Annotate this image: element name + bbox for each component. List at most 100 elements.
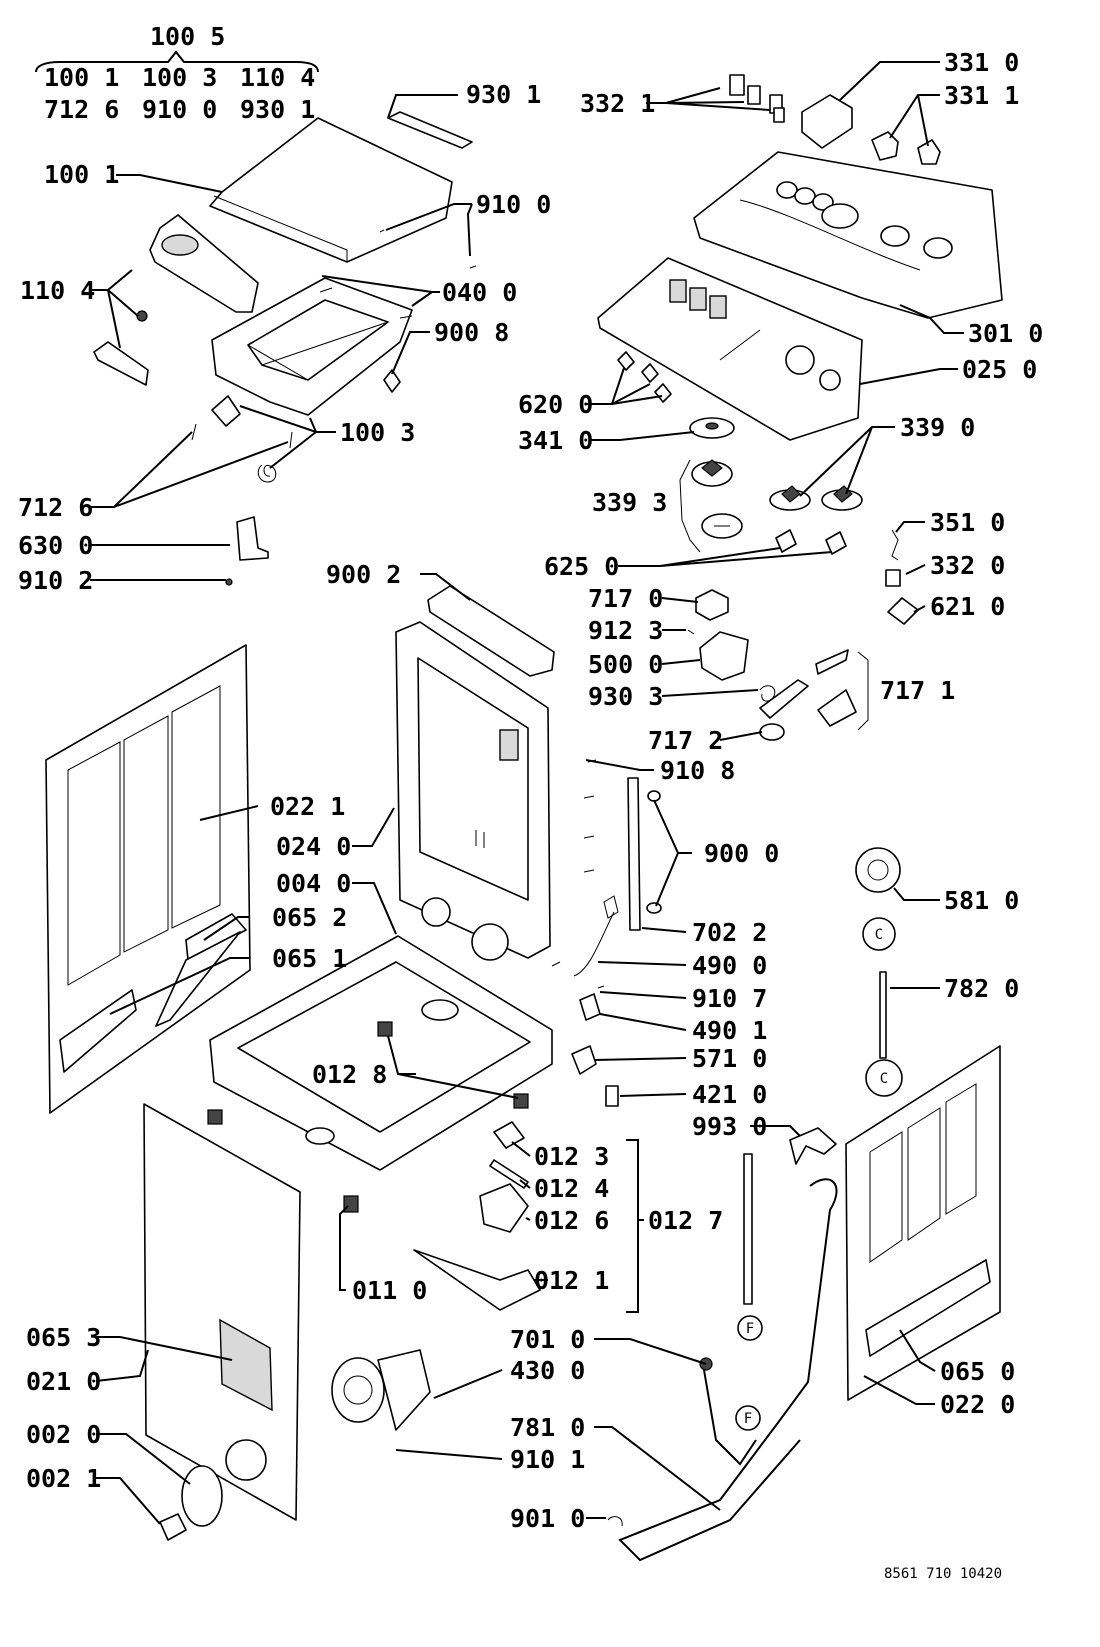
small-knobs bbox=[871, 131, 941, 165]
label-717-0: 717 0 bbox=[588, 584, 663, 613]
dispenser-front bbox=[149, 214, 259, 313]
label-012-4: 012 4 bbox=[534, 1174, 609, 1203]
connector-markers: C C F F bbox=[735, 917, 903, 1431]
label-011-0: 011 0 bbox=[352, 1276, 427, 1305]
label-022-1: 022 1 bbox=[270, 792, 345, 821]
label-341-0: 341 0 bbox=[518, 426, 593, 455]
label-group-9301: 930 1 bbox=[240, 95, 315, 124]
label-332-1: 332 1 bbox=[580, 89, 655, 118]
lid-strip bbox=[387, 111, 473, 149]
label-012-1: 012 1 bbox=[534, 1266, 609, 1295]
label-065-0: 065 0 bbox=[940, 1357, 1015, 1386]
label-301-0: 301 0 bbox=[968, 319, 1043, 348]
label-993-0: 993 0 bbox=[692, 1112, 767, 1141]
label-group-1003: 100 3 bbox=[142, 63, 217, 92]
label-717-1: 717 1 bbox=[880, 676, 955, 705]
label-701-0: 701 0 bbox=[510, 1325, 585, 1354]
label-351-0: 351 0 bbox=[930, 508, 1005, 537]
label-012-3: 012 3 bbox=[534, 1142, 609, 1171]
label-012-7: 012 7 bbox=[648, 1206, 723, 1235]
label-900-0: 900 0 bbox=[704, 839, 779, 868]
label-781-0: 781 0 bbox=[510, 1413, 585, 1442]
label-912-3: 912 3 bbox=[588, 616, 663, 645]
label-065-1: 065 1 bbox=[272, 944, 347, 973]
electrical-parts bbox=[551, 759, 662, 1107]
label-339-3: 339 3 bbox=[592, 488, 667, 517]
label-910-2: 910 2 bbox=[18, 566, 93, 595]
knob-seat bbox=[689, 417, 735, 439]
connector-marker-c2: C bbox=[880, 1071, 888, 1087]
service-door bbox=[159, 1465, 223, 1541]
led-lenses bbox=[729, 74, 785, 123]
label-625-0: 625 0 bbox=[544, 552, 619, 581]
label-910-1: 910 1 bbox=[510, 1445, 585, 1474]
label-331-0: 331 0 bbox=[944, 48, 1019, 77]
label-group-1005: 100 5 bbox=[150, 22, 225, 51]
label-571-0: 571 0 bbox=[692, 1044, 767, 1073]
small-parts-right bbox=[885, 529, 919, 625]
motor-group bbox=[687, 589, 869, 741]
control-panel bbox=[693, 151, 1003, 319]
connector-marker-f: F bbox=[746, 1321, 754, 1337]
label-910-8: 910 8 bbox=[660, 756, 735, 785]
part-labels: 100 5 100 1 100 3 110 4 712 6 910 0 930 … bbox=[18, 22, 1043, 1582]
label-621-0: 621 0 bbox=[930, 592, 1005, 621]
label-002-0: 002 0 bbox=[26, 1420, 101, 1449]
label-110-4: 110 4 bbox=[20, 276, 95, 305]
knob-mechanisms bbox=[679, 459, 863, 555]
connector-marker-c: C bbox=[875, 927, 883, 943]
label-021-0: 021 0 bbox=[26, 1367, 101, 1396]
side-panel-right bbox=[845, 1045, 1001, 1401]
label-421-0: 421 0 bbox=[692, 1080, 767, 1109]
connector-marker-f2: F bbox=[744, 1411, 752, 1427]
label-331-1: 331 1 bbox=[944, 81, 1019, 110]
label-581-0: 581 0 bbox=[944, 886, 1019, 915]
drawer-handle bbox=[93, 341, 149, 386]
label-group-9100: 910 0 bbox=[142, 95, 217, 124]
top-lid bbox=[209, 117, 453, 263]
label-782-0: 782 0 bbox=[944, 974, 1019, 1003]
label-430-0: 430 0 bbox=[510, 1356, 585, 1385]
drain-pump bbox=[331, 1349, 431, 1431]
label-022-0: 022 0 bbox=[940, 1390, 1015, 1419]
label-100-1: 100 1 bbox=[44, 160, 119, 189]
label-012-6: 012 6 bbox=[534, 1206, 609, 1235]
label-012-8: 012 8 bbox=[312, 1060, 387, 1089]
label-100-3: 100 3 bbox=[340, 418, 415, 447]
label-002-1: 002 1 bbox=[26, 1464, 101, 1493]
label-930-1: 930 1 bbox=[466, 80, 541, 109]
electronic-board bbox=[597, 257, 863, 441]
base-frame bbox=[209, 935, 553, 1171]
label-065-3: 065 3 bbox=[26, 1323, 101, 1352]
label-500-0: 500 0 bbox=[588, 650, 663, 679]
label-065-2: 065 2 bbox=[272, 903, 347, 932]
label-339-0: 339 0 bbox=[900, 413, 975, 442]
label-490-1: 490 1 bbox=[692, 1016, 767, 1045]
clips bbox=[617, 351, 672, 403]
top-bracket bbox=[427, 585, 555, 677]
label-910-0: 910 0 bbox=[476, 190, 551, 219]
label-group-1104: 110 4 bbox=[240, 63, 315, 92]
label-group-7126: 712 6 bbox=[44, 95, 119, 124]
drawing-number: 8561 710 10420 bbox=[884, 1566, 1002, 1582]
label-930-3: 930 3 bbox=[588, 682, 663, 711]
label-900-2: 900 2 bbox=[326, 560, 401, 589]
label-702-2: 702 2 bbox=[692, 918, 767, 947]
label-025-0: 025 0 bbox=[962, 355, 1037, 384]
label-024-0: 024 0 bbox=[276, 832, 351, 861]
label-040-0: 040 0 bbox=[442, 278, 517, 307]
top-frame bbox=[211, 277, 413, 416]
label-332-0: 332 0 bbox=[930, 551, 1005, 580]
label-901-0: 901 0 bbox=[510, 1504, 585, 1533]
label-910-7: 910 7 bbox=[692, 984, 767, 1013]
label-630-0: 630 0 bbox=[18, 531, 93, 560]
motor-pulley bbox=[855, 847, 901, 893]
label-490-0: 490 0 bbox=[692, 951, 767, 980]
rear-frame bbox=[395, 621, 551, 961]
label-group-1001: 100 1 bbox=[44, 63, 119, 92]
brake-parts bbox=[413, 1121, 541, 1311]
leader-lines bbox=[35, 50, 964, 1525]
small-parts-top-left bbox=[136, 229, 477, 586]
label-717-2: 717 2 bbox=[648, 726, 723, 755]
